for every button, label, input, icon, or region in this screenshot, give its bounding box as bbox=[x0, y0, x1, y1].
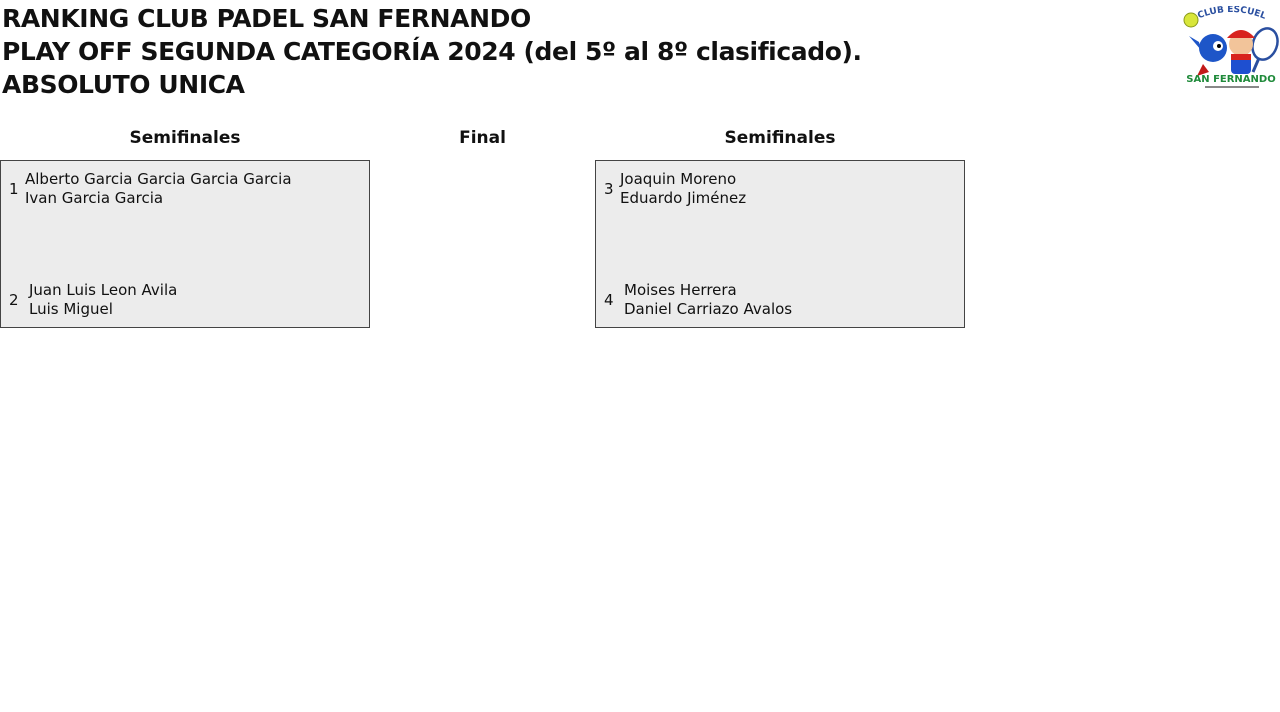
player-name: Moises Herrera bbox=[624, 281, 737, 299]
player-name: Eduardo Jiménez bbox=[620, 189, 747, 207]
page-title: RANKING CLUB PADEL SAN FERNANDO PLAY OFF… bbox=[2, 2, 862, 101]
team-players: Juan Luis Leon Avila Luis Miguel bbox=[29, 281, 177, 319]
team-players: Moises Herrera Daniel Carriazo Avalos bbox=[624, 281, 792, 319]
title-line-ranking: RANKING CLUB PADEL SAN FERNANDO bbox=[2, 4, 531, 33]
semifinal-match-left: 1 Alberto Garcia Garcia Garcia Garcia Iv… bbox=[0, 160, 370, 328]
player-name: Juan Luis Leon Avila bbox=[29, 281, 178, 299]
player-name: Luis Miguel bbox=[29, 300, 113, 318]
title-line-category: ABSOLUTO UNICA bbox=[2, 70, 245, 99]
header-semifinals-right: Semifinales bbox=[724, 128, 836, 148]
player-name: Alberto Garcia Garcia Garcia Garcia bbox=[25, 170, 292, 188]
player-name: Daniel Carriazo Avalos bbox=[624, 300, 793, 318]
header-final: Final bbox=[459, 128, 506, 148]
header-semifinals-left: Semifinales bbox=[129, 128, 241, 148]
semifinal-match-right: 3 Joaquin Moreno Eduardo Jiménez 4 Moise… bbox=[595, 160, 965, 328]
club-logo: CLUB ESCUELA TENIS Y PADEL SAN FERNANDO bbox=[1179, 0, 1279, 92]
player-name: Joaquin Moreno bbox=[620, 170, 737, 188]
team-players: Joaquin Moreno Eduardo Jiménez bbox=[620, 170, 746, 208]
seed-number: 3 bbox=[604, 180, 614, 198]
title-line-playoff: PLAY OFF SEGUNDA CATEGORÍA 2024 (del 5º … bbox=[2, 37, 862, 66]
seed-number: 1 bbox=[9, 180, 19, 198]
logo-text-bottom: SAN FERNANDO bbox=[1186, 74, 1275, 85]
seed-number: 4 bbox=[604, 291, 614, 309]
player-name: Ivan Garcia Garcia bbox=[25, 189, 164, 207]
team-players: Alberto Garcia Garcia Garcia Garcia Ivan… bbox=[25, 170, 292, 208]
seed-number: 2 bbox=[9, 291, 19, 309]
